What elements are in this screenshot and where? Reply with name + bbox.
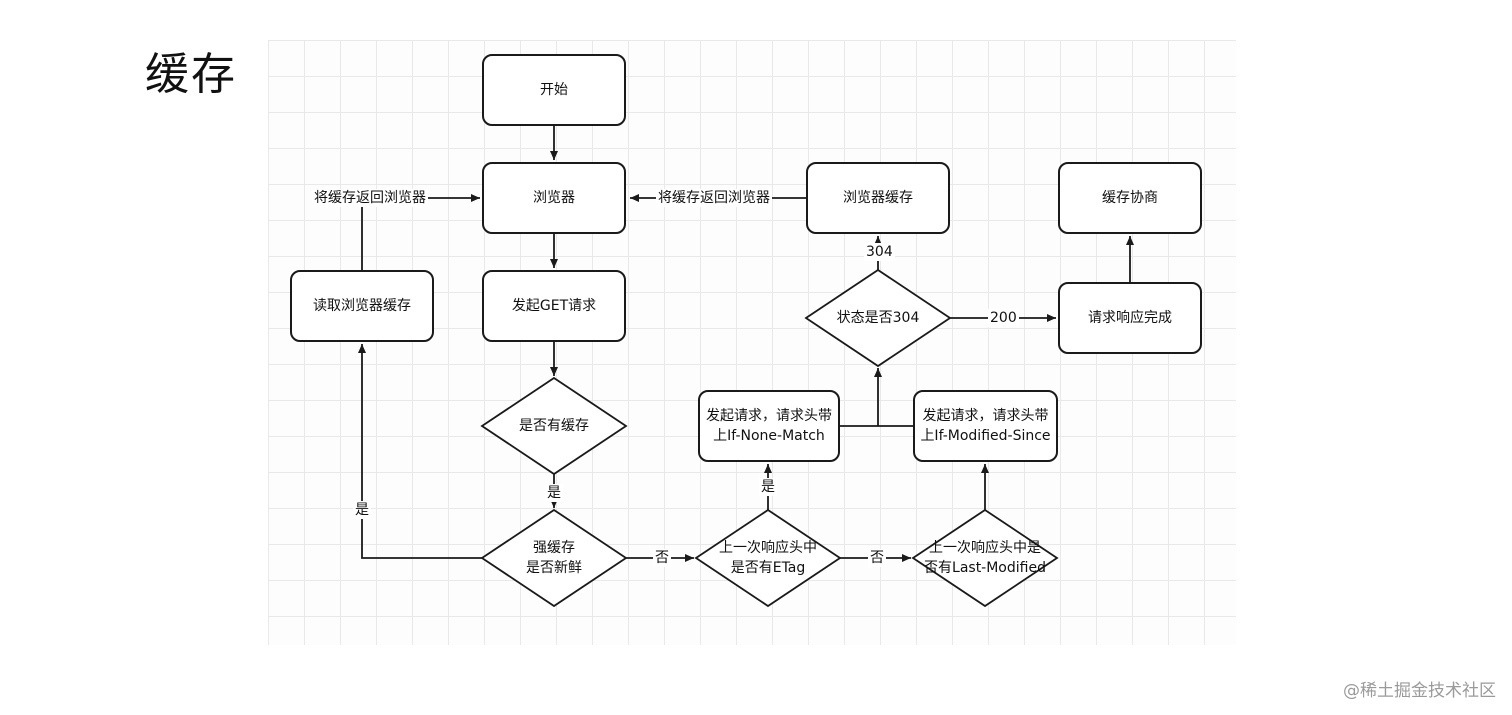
diamond-strong-cache (480, 508, 628, 608)
flowchart-connectors (358, 126, 1134, 608)
edge-label-no-fresh: 否 (653, 549, 671, 567)
edge-label-return-cache-mid: 将缓存返回浏览器 (656, 189, 772, 207)
node-browser-cache: 浏览器缓存 (806, 162, 950, 234)
flowchart: 开始 浏览器 发起GET请求 读取浏览器缓存 发起请求，请求头带 上If-Non… (268, 40, 1236, 645)
node-has-last-modified: 上一次响应头中是 否有Last-Modified (924, 540, 1046, 576)
watermark-text: @稀土掘金技术社区 (1343, 681, 1496, 701)
node-if-modified-since-request: 发起请求，请求头带 上If-Modified-Since (913, 390, 1058, 462)
node-browser: 浏览器 (482, 162, 626, 234)
node-get-request: 发起GET请求 (482, 270, 626, 342)
diamond-has-last-modified (911, 508, 1059, 608)
edge-label-304: 304 (864, 243, 895, 261)
edge-label-yes-etag: 是 (759, 478, 777, 496)
diamond-status-304 (804, 268, 952, 368)
page-title: 缓存 (145, 49, 237, 100)
edge-label-return-cache-left: 将缓存返回浏览器 (312, 189, 428, 207)
node-status-304: 状态是否304 (836, 310, 920, 326)
node-has-etag: 上一次响应头中 是否有ETag (719, 540, 817, 576)
node-read-cache: 读取浏览器缓存 (290, 270, 434, 342)
node-start: 开始 (482, 54, 626, 126)
edge-label-yes-fresh: 是 (353, 501, 371, 519)
edge-label-yes-has-cache: 是 (545, 484, 563, 502)
node-strong-cache: 强缓存 是否新鲜 (526, 540, 582, 576)
node-if-none-match-request: 发起请求，请求头带 上If-None-Match (698, 390, 840, 462)
diamond-has-etag (694, 508, 842, 608)
node-cache-negotiation: 缓存协商 (1058, 162, 1202, 234)
edge-label-no-etag: 否 (868, 549, 886, 567)
node-has-cache: 是否有缓存 (519, 418, 589, 434)
node-request-complete: 请求响应完成 (1058, 282, 1202, 354)
edge-label-200: 200 (988, 309, 1019, 327)
